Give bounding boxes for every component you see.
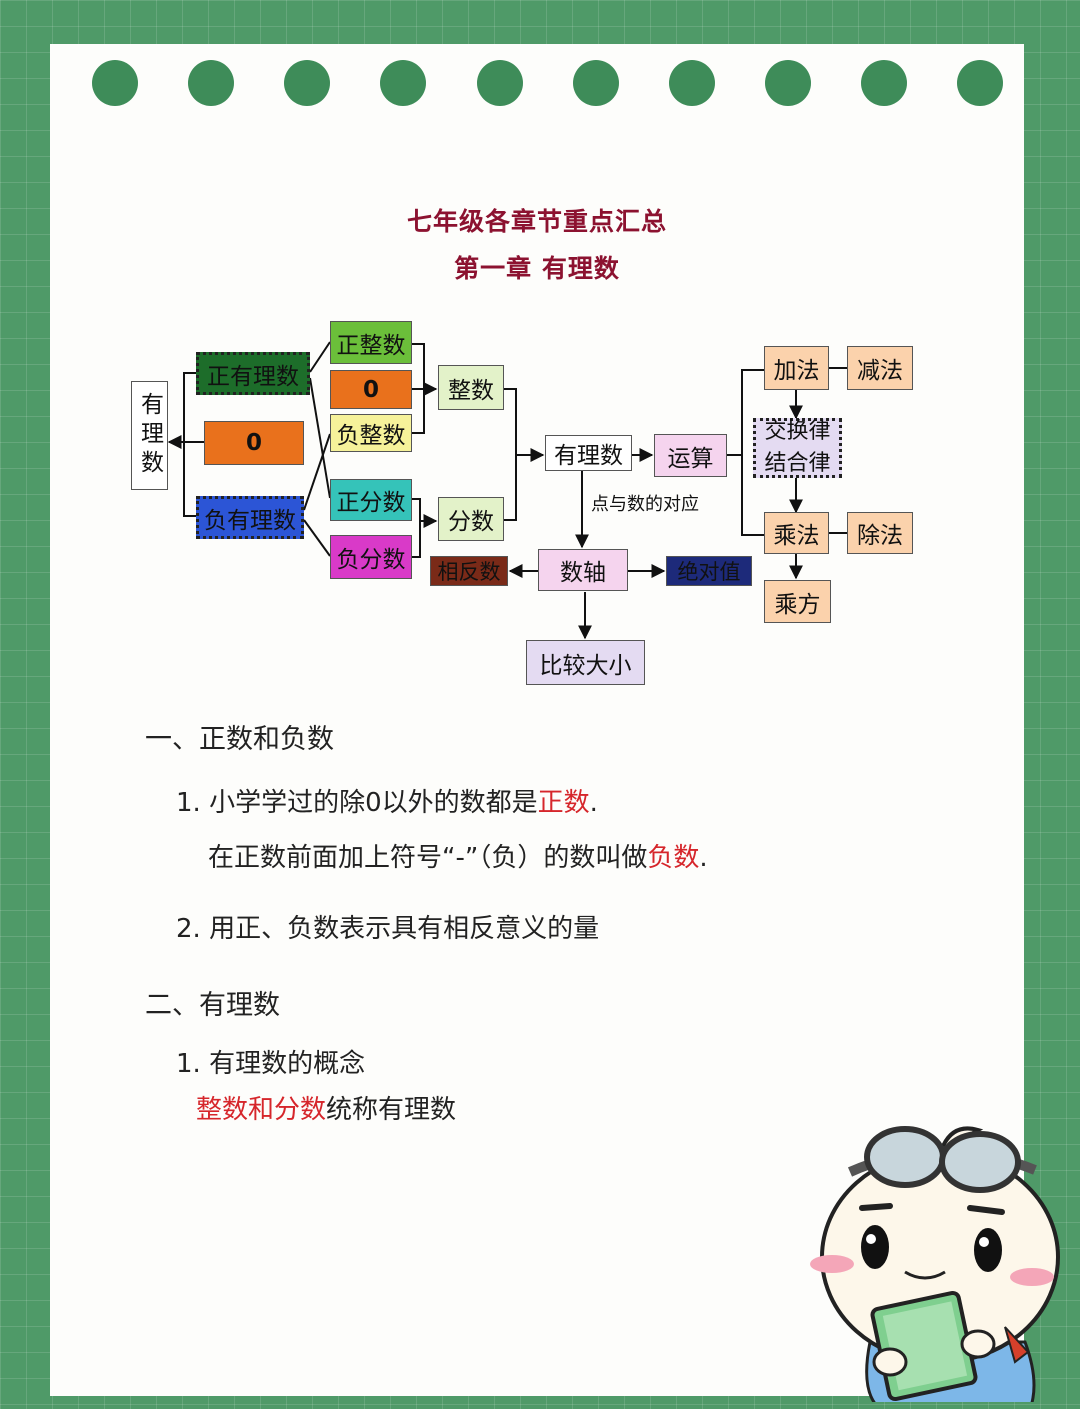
section1-item2: 2. 用正、负数表示具有相反意义的量 <box>176 914 600 944</box>
binder-hole <box>861 60 907 106</box>
box-add: 加法 <box>764 346 829 390</box>
section1-item1: 1. 小学学过的除0以外的数都是正数. <box>176 782 598 819</box>
box-operation: 运算 <box>654 434 727 477</box>
box-opposite: 相反数 <box>430 556 508 586</box>
box-number-line: 数轴 <box>538 549 628 591</box>
item1b-text: 在正数前面加上符号“-”（负）的数叫做 <box>208 843 648 873</box>
box-fraction: 分数 <box>438 497 504 541</box>
binder-hole <box>188 60 234 106</box>
positive-number-term: 正数 <box>537 788 590 818</box>
binder-hole <box>765 60 811 106</box>
box-positive-fraction: 正分数 <box>330 479 412 521</box>
item1-text: 1. 小学学过的除0以外的数都是 <box>176 788 538 818</box>
box-zero-integer: 0 <box>330 370 412 409</box>
box-zero: 0 <box>204 421 304 465</box>
box-positive-integer: 正整数 <box>330 321 412 364</box>
page-title: 七年级各章节重点汇总 <box>406 207 667 236</box>
box-rational-root: 有理数 <box>131 381 168 490</box>
root-label: 有理数 <box>136 392 163 479</box>
binder-hole <box>380 60 426 106</box>
box-negative-fraction: 负分数 <box>330 535 412 579</box>
negative-number-term: 负数 <box>647 843 700 873</box>
box-absolute: 绝对值 <box>666 556 752 586</box>
box-power: 乘方 <box>764 580 831 623</box>
box-multiply: 乘法 <box>764 512 829 554</box>
mascot-illustration <box>810 1126 1060 1402</box>
section1-item1b: 在正数前面加上符号“-”（负）的数叫做负数. <box>208 837 708 874</box>
section2-heading: 二、有理数 <box>145 990 280 1021</box>
binder-hole <box>284 60 330 106</box>
section1-heading: 一、正数和负数 <box>145 724 334 755</box>
box-divide: 除法 <box>847 512 913 554</box>
box-compare: 比较大小 <box>526 640 645 685</box>
concept-diagram: 有理数 正有理数 0 负有理数 正整数 0 负整数 正分数 负分数 整数 分数 … <box>131 321 913 685</box>
binder-hole <box>957 60 1003 106</box>
box-negative-rational: 负有理数 <box>196 496 304 539</box>
chapter-title: 第一章 有理数 <box>454 254 620 283</box>
binder-hole <box>573 60 619 106</box>
integer-fraction-term: 整数和分数 <box>196 1095 327 1125</box>
definition-text: 统称有理数 <box>326 1095 457 1125</box>
binder-hole <box>477 60 523 106</box>
box-laws: 交换律 结合律 <box>753 418 842 478</box>
box-positive-rational: 正有理数 <box>196 352 310 395</box>
box-rational: 有理数 <box>545 435 632 471</box>
laws-line-1: 交换律 <box>764 419 831 444</box>
box-negative-integer: 负整数 <box>330 414 412 452</box>
notebook-page: 七年级各章节重点汇总 第一章 有理数 <box>50 44 1024 1396</box>
laws-line-2: 结合律 <box>764 451 831 476</box>
item1-period: . <box>589 788 598 818</box>
section2-definition: 整数和分数统称有理数 <box>196 1089 456 1126</box>
item1b-period: . <box>699 843 708 873</box>
box-integer: 整数 <box>438 365 504 410</box>
section2-item1: 1. 有理数的概念 <box>176 1049 366 1079</box>
binder-hole <box>669 60 715 106</box>
binder-hole <box>92 60 138 106</box>
box-subtract: 减法 <box>847 346 913 390</box>
